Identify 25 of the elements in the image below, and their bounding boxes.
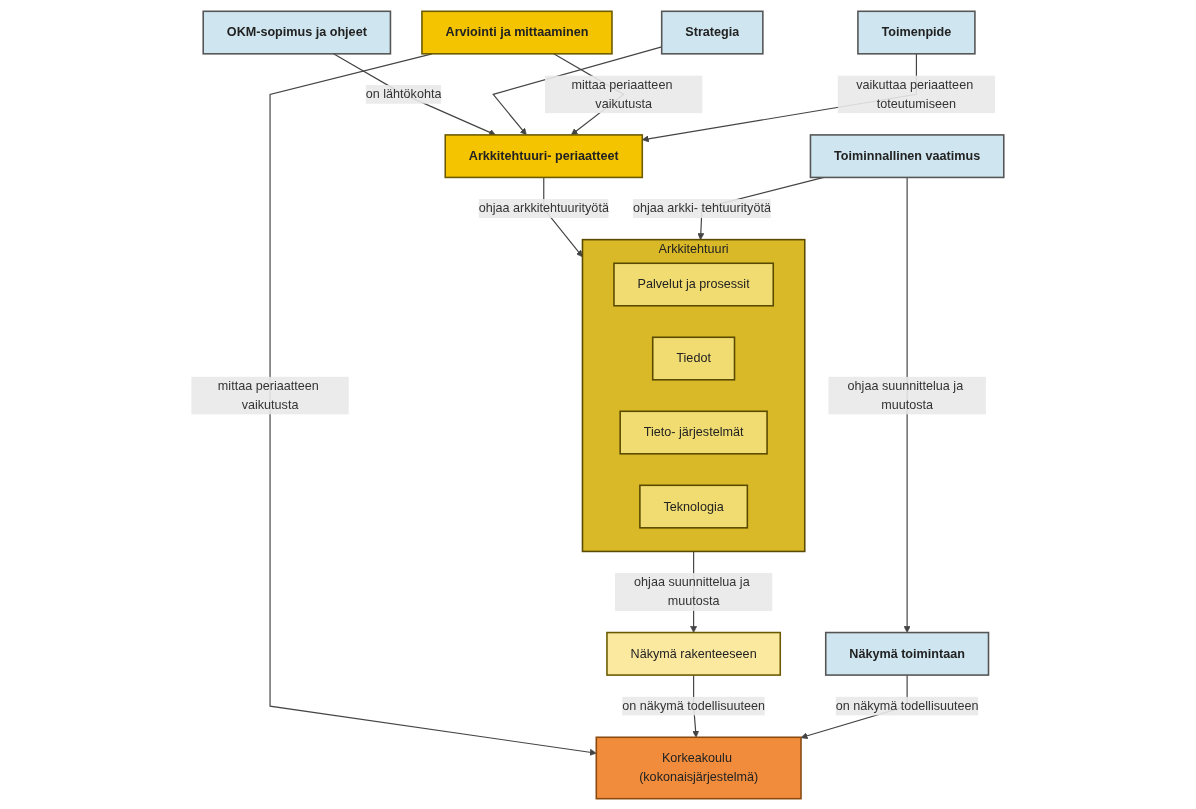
edge-label: mittaa periaatteen vaikutusta: [572, 77, 673, 110]
arrow: [333, 52, 497, 136]
node-box: Näkymä toimintaan: [825, 631, 990, 676]
node-box: Näkymä rakenteeseen: [606, 631, 782, 676]
edge-label: vaikuttaa periaatteen toteutumiseen: [856, 77, 974, 110]
edge-label: mittaa periaatteen vaikutusta: [218, 378, 320, 411]
node-box: Toimenpide: [857, 10, 977, 55]
node-box: Strategia: [661, 10, 765, 55]
edge-label: ohjaa suunnittelua ja muutosta: [848, 378, 964, 411]
node-box: Tieto- järjestelmät: [619, 410, 769, 455]
node-box: Teknologia: [639, 484, 749, 529]
node-box: Tiedot: [652, 336, 736, 381]
edge-label: ohjaa arkkitehtuurityötä: [479, 200, 610, 215]
arrow: [904, 176, 912, 633]
node-box: Palvelut ja prosessit: [613, 261, 775, 307]
edge-label: on lähtökohta: [366, 86, 442, 101]
edge-label: ohjaa suunnittelua ja muutosta: [634, 574, 751, 608]
node-box: Korkeakoulu (kokonaisjärjestelmä): [595, 736, 803, 799]
node-box: Arviointi ja mittaaminen: [421, 10, 614, 55]
node-box: Arkkitehtuuri- periaatteet: [444, 133, 644, 178]
edge-label: on näkymä todellisuuteen: [836, 698, 979, 712]
edge-label: on näkymä todellisuuteen: [622, 698, 766, 712]
node-box: OKM-sopimus ja ohjeet: [202, 10, 392, 55]
node-box: Toiminnallinen vaatimus: [810, 133, 1005, 178]
edge-label: ohjaa arkki- tehtuurityötä: [633, 200, 772, 215]
